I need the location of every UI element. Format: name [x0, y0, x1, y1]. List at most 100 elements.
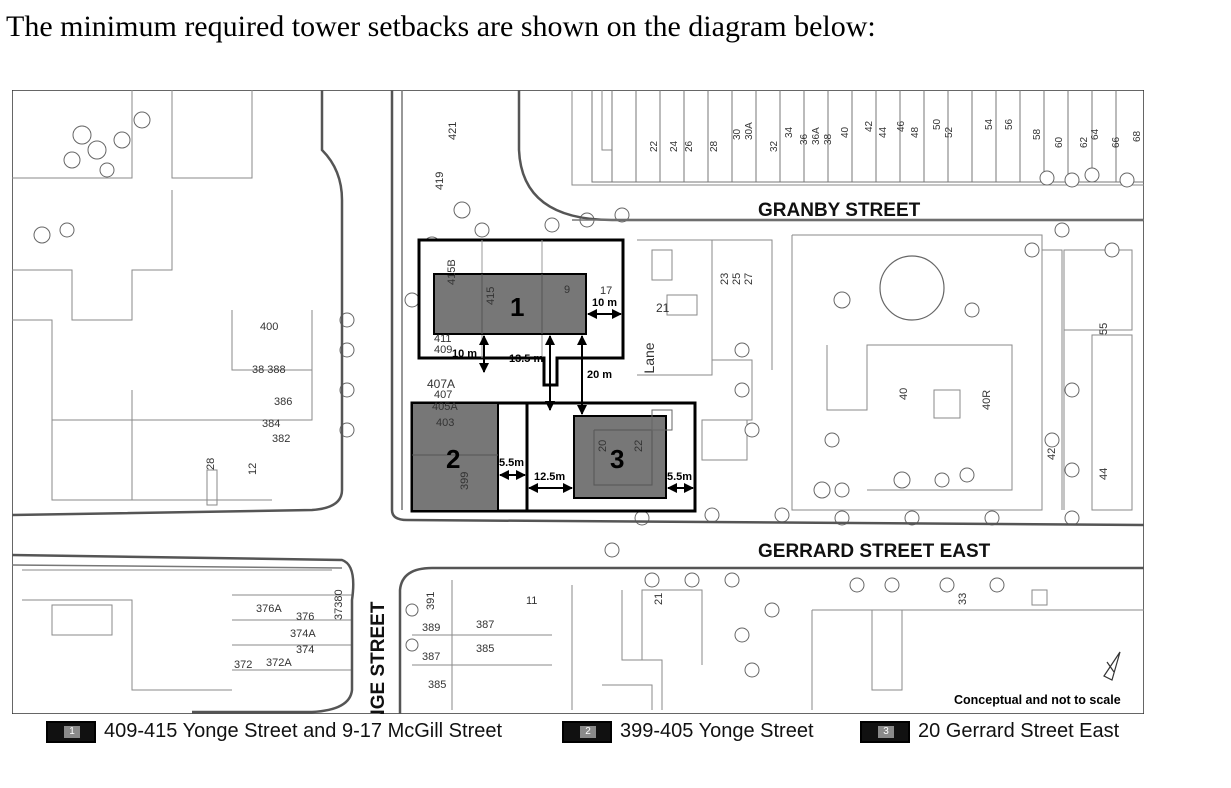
site-map-svg: 1 2 3 10 m 10 m 13.5 m 20 m 5.5m 12.5m 5…: [11, 89, 1145, 750]
svg-text:54: 54: [984, 118, 995, 130]
tower-1: [433, 273, 587, 335]
svg-text:42: 42: [1046, 448, 1058, 460]
svg-text:405A: 405A: [432, 401, 458, 413]
svg-text:36: 36: [799, 133, 810, 145]
svg-text:21: 21: [653, 593, 665, 605]
site-1-number: 1: [510, 292, 524, 322]
svg-text:11: 11: [526, 595, 537, 607]
svg-text:64: 64: [1090, 128, 1101, 140]
svg-text:374A: 374A: [290, 628, 316, 640]
svg-text:400: 400: [260, 321, 278, 333]
site-3-number: 3: [610, 444, 624, 474]
svg-text:17: 17: [600, 285, 612, 297]
legend-swatch-3: 3: [860, 720, 910, 743]
site-2-number: 2: [446, 444, 460, 474]
legend-item-3: 3 20 Gerrard Street East: [860, 720, 1119, 743]
north-arrow-icon: [1103, 651, 1121, 681]
setback-label-12-5m: 12.5m: [534, 471, 565, 483]
svg-text:42: 42: [864, 120, 875, 132]
legend-label-2: 399-405 Yonge Street: [620, 720, 814, 742]
tower-2: [411, 402, 499, 512]
setback-label-10m-east: 10 m: [592, 297, 617, 309]
legend-item-2: 2 399-405 Yonge Street: [562, 720, 814, 743]
svg-text:376A: 376A: [256, 603, 282, 615]
property-linework: [12, 90, 1144, 710]
granby-house-numbers: 22 24 26 28 30 30A 32 34 36 36A 38 40 42…: [649, 118, 1143, 152]
legend-label-3: 20 Gerrard Street East: [918, 720, 1120, 742]
svg-text:382: 382: [272, 433, 290, 445]
svg-text:409: 409: [434, 344, 452, 356]
svg-text:26: 26: [684, 140, 695, 152]
setback-label-13-5m: 13.5 m: [509, 353, 543, 365]
svg-text:399: 399: [459, 472, 471, 490]
svg-text:33: 33: [957, 593, 969, 605]
svg-text:48: 48: [910, 126, 921, 138]
svg-text:58: 58: [1032, 128, 1043, 140]
svg-text:23: 23: [719, 273, 731, 285]
svg-text:24: 24: [669, 140, 680, 152]
svg-text:407: 407: [434, 389, 452, 401]
lane-label: Lane: [641, 342, 657, 373]
svg-text:56: 56: [1004, 118, 1015, 130]
svg-text:391: 391: [425, 592, 437, 610]
svg-text:30A: 30A: [744, 122, 755, 140]
svg-text:44: 44: [1098, 468, 1110, 480]
svg-text:372: 372: [234, 659, 252, 671]
svg-text:52: 52: [944, 126, 955, 138]
svg-text:32: 32: [769, 140, 780, 152]
svg-text:419: 419: [434, 172, 446, 190]
svg-text:21: 21: [656, 301, 670, 315]
svg-text:50: 50: [932, 118, 943, 130]
svg-text:60: 60: [1054, 136, 1065, 148]
svg-text:387: 387: [422, 651, 440, 663]
svg-text:25: 25: [731, 273, 743, 285]
street-label-granby: GRANBY STREET: [758, 200, 921, 221]
svg-text:389: 389: [422, 622, 440, 634]
setback-label-20m: 20 m: [587, 369, 612, 381]
svg-text:20: 20: [597, 440, 609, 452]
setback-arrows: [479, 309, 694, 493]
legend-label-1: 409-415 Yonge Street and 9-17 McGill Str…: [104, 720, 503, 742]
svg-text:68: 68: [1132, 130, 1143, 142]
setback-label-5-5m-east: 5.5m: [667, 471, 692, 483]
setback-label-10m-west: 10 m: [452, 348, 477, 360]
svg-text:415: 415: [485, 287, 497, 305]
svg-text:55: 55: [1098, 323, 1110, 335]
legend-item-1: 1 409-415 Yonge Street and 9-17 McGill S…: [46, 720, 502, 743]
svg-text:385: 385: [428, 679, 446, 691]
svg-text:46: 46: [896, 120, 907, 132]
svg-text:28: 28: [205, 458, 217, 470]
legend-swatch-1: 1: [46, 720, 96, 743]
svg-text:411: 411: [434, 333, 452, 345]
site-map: 1 2 3 10 m 10 m 13.5 m 20 m 5.5m 12.5m 5…: [11, 89, 1145, 750]
svg-text:384: 384: [262, 418, 280, 430]
svg-text:9: 9: [564, 284, 570, 296]
svg-text:421: 421: [447, 122, 459, 140]
svg-text:36A: 36A: [811, 127, 822, 145]
granby-rowhouses: [591, 90, 1144, 183]
svg-text:387: 387: [476, 619, 494, 631]
svg-text:37380: 37380: [333, 589, 345, 620]
svg-text:403: 403: [436, 417, 454, 429]
svg-text:27: 27: [743, 273, 755, 285]
svg-text:62: 62: [1079, 136, 1090, 148]
svg-text:40R: 40R: [981, 390, 993, 410]
address-labels: 421 419 415B 415 9 17 411 409 407A 407 4…: [205, 122, 1110, 691]
svg-text:372A: 372A: [266, 657, 292, 669]
svg-text:40: 40: [898, 388, 910, 400]
legend-swatch-2: 2: [562, 720, 612, 743]
svg-text:12: 12: [247, 463, 259, 475]
svg-text:386: 386: [274, 396, 292, 408]
svg-text:374: 374: [296, 644, 314, 656]
page-heading: The minimum required tower setbacks are …: [6, 10, 876, 43]
svg-text:38: 38: [823, 133, 834, 145]
scale-note: Conceptual and not to scale: [954, 693, 1121, 707]
svg-text:415B: 415B: [446, 259, 458, 285]
svg-text:385: 385: [476, 643, 494, 655]
street-label-yonge: YONGE STREET: [368, 601, 389, 714]
svg-text:407A: 407A: [427, 377, 455, 391]
svg-text:28: 28: [709, 140, 720, 152]
svg-text:376: 376: [296, 611, 314, 623]
svg-text:38 388: 38 388: [252, 364, 286, 376]
svg-text:30: 30: [732, 128, 743, 140]
